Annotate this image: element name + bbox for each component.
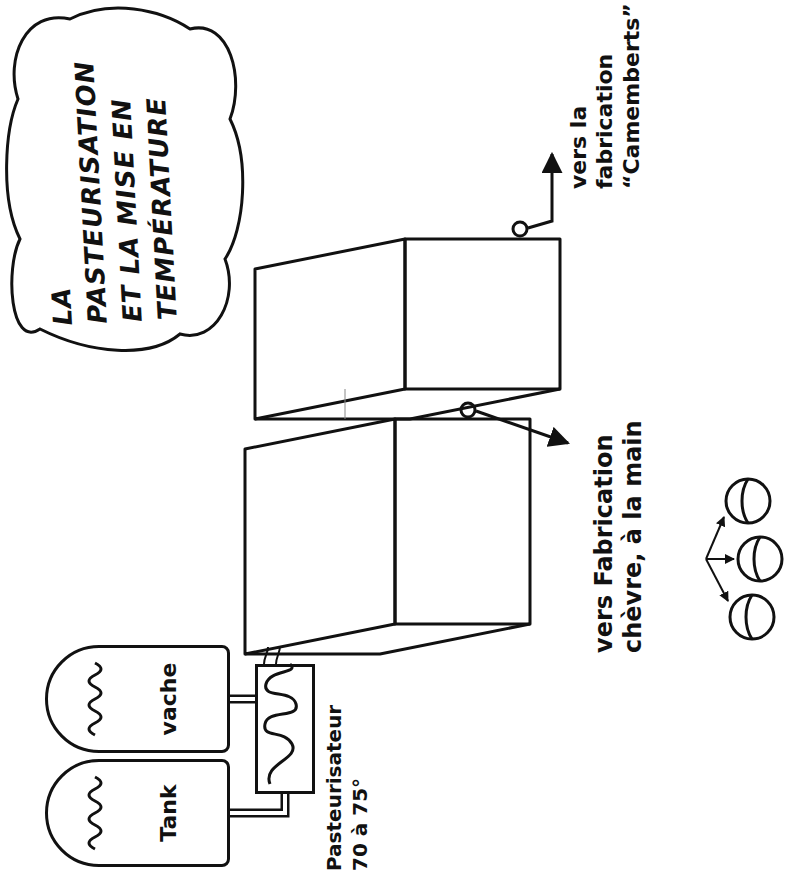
milk-tank: vache bbox=[45, 645, 230, 753]
milk-pipe bbox=[230, 699, 255, 700]
heating-coil bbox=[265, 664, 297, 784]
pipe-outline bbox=[230, 794, 285, 813]
valve bbox=[461, 403, 568, 443]
pasteuriser-box: Pasteurisateur70 à 75° bbox=[255, 664, 315, 794]
tempering-vat bbox=[245, 419, 530, 654]
tempering-vat bbox=[255, 239, 560, 419]
milk-pipe bbox=[230, 794, 285, 813]
tank-scribble bbox=[89, 663, 101, 849]
tank-label: vache bbox=[156, 648, 181, 750]
tank-label: Tank bbox=[156, 762, 181, 864]
title-cloud bbox=[7, 8, 243, 350]
milk-tank: Tank bbox=[45, 759, 230, 867]
drain-line bbox=[345, 389, 346, 419]
cheese-mould bbox=[706, 479, 782, 639]
destination-label: vers la fabrication “Camemberts” bbox=[566, 14, 645, 189]
pipe-outline bbox=[230, 695, 255, 704]
pipe-bore bbox=[230, 697, 255, 701]
pasteuriser-label: Pasteurisateur bbox=[322, 651, 346, 871]
pipe-bore bbox=[230, 794, 285, 813]
valve bbox=[513, 154, 552, 236]
pasteuriser-label: 70 à 75° bbox=[348, 651, 372, 871]
destination-label: vers Fabrication chèvre, à la main bbox=[590, 413, 648, 653]
diagram-title: LA PASTEURISATION ET LA MISE EN TEMPÉRAT… bbox=[30, 20, 186, 327]
